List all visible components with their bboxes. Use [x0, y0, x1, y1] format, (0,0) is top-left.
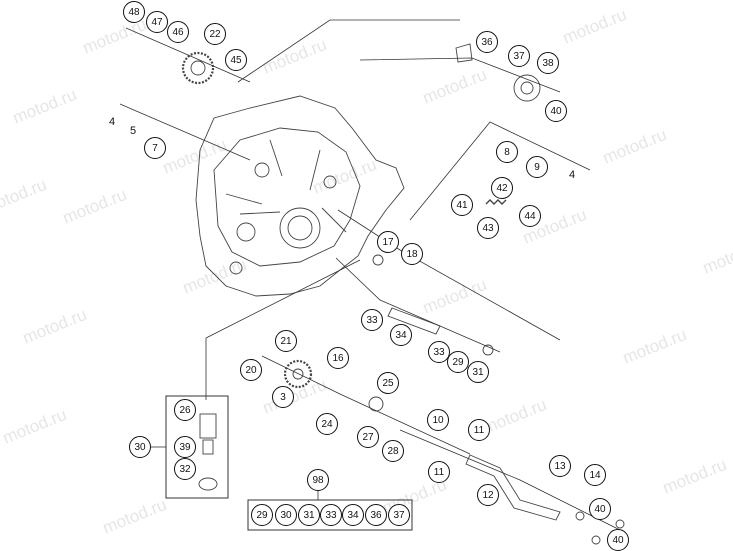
part-callout-34[interactable]: 34	[342, 504, 364, 526]
part-callout-17[interactable]: 17	[377, 231, 399, 253]
part-callout-44[interactable]: 44	[519, 205, 541, 227]
gear-22	[181, 51, 215, 85]
part-callout-29[interactable]: 29	[251, 504, 273, 526]
engine-case-inner	[213, 127, 361, 267]
part-callout-41[interactable]: 41	[451, 194, 473, 216]
part-callout-27[interactable]: 27	[357, 426, 379, 448]
leader-shaft-36	[359, 57, 561, 93]
part-callout-25[interactable]: 25	[377, 372, 399, 394]
seal-31	[482, 344, 494, 356]
nut-40a	[615, 519, 625, 529]
part-callout-29[interactable]: 29	[447, 351, 469, 373]
seal-17	[372, 254, 384, 266]
shaft-34	[387, 307, 441, 335]
bearing-bore-inner	[287, 215, 313, 241]
part-label-5[interactable]: 5	[129, 125, 137, 137]
part-callout-14[interactable]: 14	[584, 464, 606, 486]
lever-12	[465, 454, 561, 521]
cover-38	[513, 74, 541, 102]
part-callout-16[interactable]: 16	[327, 347, 349, 369]
part-callout-45[interactable]: 45	[225, 49, 247, 71]
filter-spring-39	[202, 439, 214, 455]
shaft-36	[455, 43, 473, 63]
leader-top-gear	[125, 27, 251, 83]
leader-17	[337, 209, 561, 341]
filter-housing-26	[199, 413, 217, 439]
part-callout-36[interactable]: 36	[476, 31, 498, 53]
case-boss-3	[229, 261, 243, 275]
part-callout-30[interactable]: 30	[275, 504, 297, 526]
washer-25	[368, 396, 384, 412]
part-callout-32[interactable]: 32	[174, 458, 196, 480]
leader-20	[261, 355, 471, 455]
part-callout-10[interactable]: 10	[427, 409, 449, 431]
part-callout-21[interactable]: 21	[275, 330, 297, 352]
part-callout-33[interactable]: 33	[428, 341, 450, 363]
part-callout-33[interactable]: 33	[320, 504, 342, 526]
part-callout-43[interactable]: 43	[477, 217, 499, 239]
part-callout-13[interactable]: 13	[549, 455, 571, 477]
part-label-4[interactable]: 4	[108, 116, 116, 128]
filter-cap-32	[198, 477, 218, 491]
part-callout-40[interactable]: 40	[545, 100, 567, 122]
part-callout-48[interactable]: 48	[123, 1, 145, 23]
part-callout-40[interactable]: 40	[589, 498, 611, 520]
part-callout-31[interactable]: 31	[298, 504, 320, 526]
part-callout-7[interactable]: 7	[144, 137, 166, 159]
part-callout-8[interactable]: 8	[496, 141, 518, 163]
part-callout-37[interactable]: 37	[388, 504, 410, 526]
leader-10	[399, 429, 621, 531]
part-callout-36[interactable]: 36	[365, 504, 387, 526]
leader-33	[335, 257, 501, 353]
part-callout-40[interactable]: 40	[607, 529, 629, 551]
leader-lower	[205, 259, 361, 400]
engine-case	[195, 95, 405, 297]
part-callout-18[interactable]: 18	[401, 243, 423, 265]
group-30-box	[165, 395, 229, 499]
part-label-4[interactable]: 4	[568, 169, 576, 181]
nut-40b	[591, 535, 601, 545]
part-callout-34[interactable]: 34	[390, 324, 412, 346]
part-callout-20[interactable]: 20	[240, 359, 262, 381]
case-ribs	[225, 139, 347, 233]
spring-42	[485, 199, 507, 205]
part-callout-39[interactable]: 39	[174, 436, 196, 458]
group-98-box	[247, 499, 413, 531]
part-callout-9[interactable]: 9	[526, 156, 548, 178]
part-callout-98[interactable]: 98	[307, 469, 329, 491]
case-boss-2	[254, 162, 270, 178]
part-callout-31[interactable]: 31	[467, 361, 489, 383]
part-callout-24[interactable]: 24	[316, 413, 338, 435]
bearing-bore	[279, 207, 321, 249]
part-callout-28[interactable]: 28	[382, 440, 404, 462]
part-callout-42[interactable]: 42	[491, 177, 513, 199]
part-callout-22[interactable]: 22	[204, 23, 226, 45]
part-callout-37[interactable]: 37	[508, 45, 530, 67]
part-callout-47[interactable]: 47	[146, 11, 168, 33]
nut-14	[575, 511, 585, 521]
case-boss-1	[236, 222, 256, 242]
cover-38-inner	[520, 81, 534, 95]
part-callout-46[interactable]: 46	[167, 21, 189, 43]
part-callout-33[interactable]: 33	[361, 309, 383, 331]
gear-21	[283, 359, 313, 389]
part-callout-30[interactable]: 30	[129, 436, 151, 458]
leader-upper-shaft	[119, 19, 460, 161]
case-boss-4	[323, 175, 337, 189]
leader-shaft-8	[409, 121, 591, 221]
part-callout-11[interactable]: 11	[468, 419, 490, 441]
part-callout-3[interactable]: 3	[272, 386, 294, 408]
part-callout-11[interactable]: 11	[428, 461, 450, 483]
gear-21-hub	[292, 368, 304, 380]
gear-22-hub	[190, 60, 206, 76]
part-callout-12[interactable]: 12	[477, 484, 499, 506]
part-callout-26[interactable]: 26	[174, 399, 196, 421]
part-callout-38[interactable]: 38	[537, 52, 559, 74]
